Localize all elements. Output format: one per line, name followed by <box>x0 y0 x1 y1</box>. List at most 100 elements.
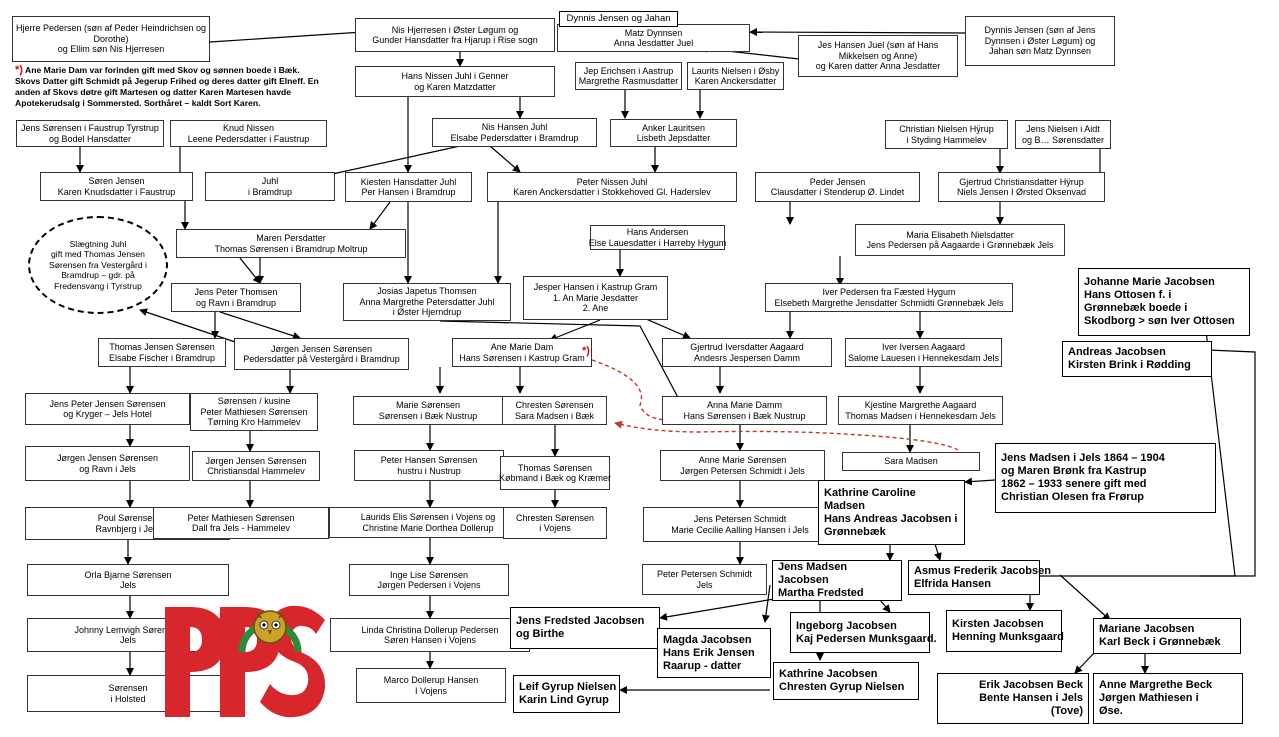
box-line: Johnny Lemvigh Sørensen <box>74 624 182 635</box>
box-line: Mariane Jacobsen <box>1099 623 1195 635</box>
box-line: Marie Cecilie Aalling Hansen i Jels <box>671 524 809 535</box>
box-line: Niels Jensen I Ørsted Oksenvad <box>956 187 1087 197</box>
box-line: Andreas Jacobsen <box>1068 346 1166 358</box>
box-line: Hans Erik Jensen <box>663 646 755 659</box>
box-line: Grønnebæk <box>824 525 886 538</box>
box-line: Johanne Marie Jacobsen <box>1084 276 1215 288</box>
box-line: Chresten Sørensen <box>515 400 594 410</box>
box-line: Peter Petersen Schmidt <box>656 569 753 579</box>
box-line: Hans Nissen Juhl i Genner <box>401 71 509 81</box>
box-line: Jens Petersen Schmidt <box>693 514 787 524</box>
box-line: i Bramdrup <box>247 186 292 197</box>
box-line: Tørning Kro Hammelev <box>207 417 301 428</box>
box-line: Kathrine Caroline <box>824 486 916 499</box>
box-line: Jens Peter Jensen Sørensen <box>49 398 166 409</box>
box-line: Asmus Frederik Jacobsen <box>914 564 1051 577</box>
box-line: 2. Ane <box>582 303 609 314</box>
box-line: Jørgen Jensen Sørensen <box>270 343 373 354</box>
box-line: og Ravn i Bramdrup <box>195 297 277 308</box>
box-line: Christian Nielsen Hÿrup <box>899 124 994 134</box>
header-label: Dynnis Jensen og Jahan <box>559 11 678 27</box>
annotation-note: *) Ane Marie Dam var forinden gift med S… <box>15 65 320 109</box>
box-line: Orla Bjarne Sørensen <box>84 569 172 580</box>
box-line: Linda Christina Dollerup Pedersen <box>361 624 499 635</box>
box-line: Elfrida Hansen <box>914 577 992 590</box>
box-line: Sørensen i Bæk Nustrup <box>378 410 478 421</box>
box-line: Jens Madsen <box>778 561 848 573</box>
box-line: Inge Lise Sørensen <box>389 569 469 580</box>
box-line: 1862 – 1933 senere gift med <box>1001 478 1147 490</box>
box-line: Øse. <box>1099 705 1123 717</box>
oval-line: Bramdrup – gdr. på <box>61 270 135 281</box>
box-line: i Vojens <box>539 523 571 533</box>
box-line: Sørensen <box>108 683 148 693</box>
box-line: Hjerre Pedersen (søn af Peder Heindrichs… <box>15 23 207 34</box>
box-line: Madsen <box>824 499 865 512</box>
box-line: Jep Erichsen i Aastrup <box>583 65 674 76</box>
box-line: Dynnsen i Øster Løgum) og <box>984 35 1096 46</box>
family-box: Sara Madsen <box>842 452 980 471</box>
box-line: Bente Hansen i Jels <box>979 692 1083 704</box>
box-line: Poul Sørensen <box>97 513 158 523</box>
box-line: Henning Munksgaard <box>952 631 1064 643</box>
box-line: Elsabe Fischer i Bramdrup <box>108 352 216 363</box>
box-line: Ane Marie Dam <box>490 342 554 352</box>
box-line: Ravnbjerg i Jels <box>95 523 160 534</box>
box-line: Maria Elisabeth Nielsdatter <box>906 229 1014 240</box>
box-line: Per Hansen i Bramdrup <box>361 187 456 197</box>
box-line: Kiesten Hansdatter Juhl <box>360 176 457 187</box>
box-line: Karen Knudsdatter i Faustrup <box>57 186 176 197</box>
box-line: og Maren Brønk fra Kastrup <box>1001 465 1147 477</box>
note-star: *) <box>15 64 23 76</box>
box-line: Josias Japetus Thomsen <box>377 286 477 297</box>
box-line: Peter Mathiesen Sørensen <box>200 406 308 417</box>
box-line: Hans Andersen <box>626 227 689 237</box>
box-line: Karen Anckersdatter i Stokkehoved Gl. Ha… <box>513 187 711 197</box>
box-line: Thomas Madsen i Hennekesdam Jels <box>845 410 996 421</box>
box-line: Chresten Gyrup Nielsen <box>779 681 905 693</box>
box-line: Anne Margrethe Beck <box>1099 679 1213 691</box>
box-line: Peder Jensen <box>809 176 866 187</box>
owl-emblem-icon <box>238 610 302 653</box>
box-line: Thomas Jensen Sørensen <box>109 342 215 352</box>
box-line: og B… Sørensdatter <box>1021 134 1105 145</box>
box-line: Jens Pedersen på Aagaarde i Grønnebæk Je… <box>866 240 1054 250</box>
logo-letters <box>165 605 326 718</box>
box-line: Christian Olesen fra Frørup <box>1001 491 1145 503</box>
oval-line: gift med Thomas Jensen <box>51 249 145 260</box>
box-line: Iver Iversen Aagaard <box>881 342 966 352</box>
box-line: Gunder Hansdatter fra Hjarup i Rise sogn <box>372 35 538 45</box>
box-line: Jørgen Mathiesen i <box>1099 692 1199 704</box>
box-line: Gjertrud Christiansdatter Hÿrup <box>959 176 1084 187</box>
box-line: Jels <box>696 579 713 590</box>
box-line: Jens Sørensen i Faustrup Tyrstrup <box>21 123 159 133</box>
box-line: Marie Sørensen <box>395 400 461 410</box>
box-line: Hans Andreas Jacobsen i <box>824 512 958 525</box>
box-line: Jacobsen <box>778 574 829 586</box>
box-line: Peter Hansen Sørensen <box>380 455 478 465</box>
box-line: i Styding Hammelev <box>906 134 987 145</box>
box-line: Thomas Sørensen i Bramdrup Moltrup <box>214 243 368 254</box>
